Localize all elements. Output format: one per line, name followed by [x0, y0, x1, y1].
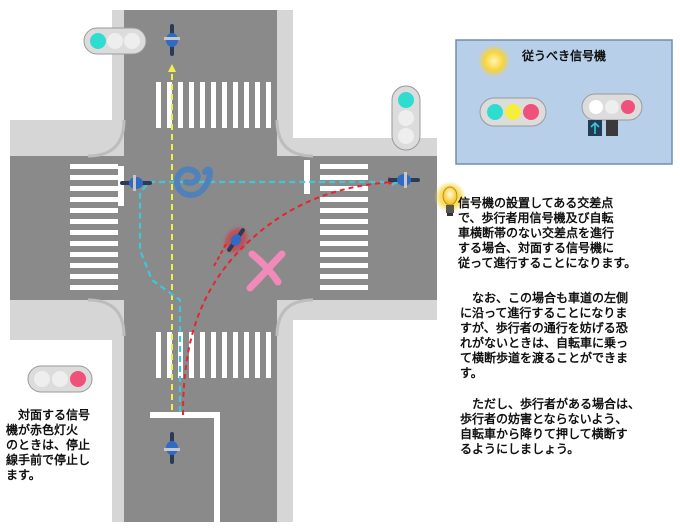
lane-edge-bottom [214, 412, 220, 522]
cross-mark [246, 250, 286, 292]
crosswalk-stripe [222, 332, 227, 378]
crosswalk-top [156, 82, 271, 128]
crosswalk-stripe [70, 208, 118, 213]
sidewalk-bottom-right [277, 300, 437, 320]
legend-panel [455, 39, 673, 165]
wrong-path [182, 181, 393, 416]
crosswalk-stripe [70, 285, 118, 290]
crosswalk-stripe [189, 82, 194, 128]
crosswalk-stripe [266, 332, 271, 378]
sidewalk-top-left [112, 10, 124, 120]
crosswalk-stripe [178, 332, 183, 378]
crosswalk-stripe [200, 332, 205, 378]
explanation-paragraph-2: なお、この場合も車道の左側 に沿って進行することになりま すが、歩行者の通行を妨… [460, 291, 629, 380]
crosswalk-stripe [167, 82, 172, 128]
correct-path [138, 180, 395, 412]
crosswalk-stripe [70, 241, 118, 246]
crosswalk-stripe [320, 230, 368, 235]
stop-line-right [304, 160, 310, 194]
lightbulb-icon [434, 181, 466, 216]
crosswalk-stripe [70, 186, 118, 191]
crosswalk-stripe [320, 285, 368, 290]
stop-line-left [118, 166, 124, 206]
crosswalk-stripe [70, 230, 118, 235]
crosswalk-stripe [233, 332, 238, 378]
signal-note [27, 365, 93, 393]
sidewalk-top-right [277, 10, 293, 156]
crosswalk-stripe [320, 164, 368, 169]
crosswalk-stripe [244, 82, 249, 128]
crosswalk-stripe [156, 332, 161, 378]
bicycle-top [164, 24, 180, 56]
crosswalk-stripe [200, 82, 205, 128]
crosswalk-stripe [70, 252, 118, 257]
stop-lines [118, 160, 310, 522]
signal-top [83, 27, 147, 55]
crosswalk-stripe [156, 82, 161, 128]
crosswalk-stripe [320, 208, 368, 213]
legend-highlight-icon [478, 45, 510, 77]
crosswalk-stripe [320, 197, 368, 202]
crosswalk-stripe [222, 82, 227, 128]
sidewalk-blocks [10, 10, 437, 522]
crosswalk-left [70, 164, 118, 290]
crosswalk-stripe [189, 332, 194, 378]
red-signal-note: 対面する信号 機が赤色灯火 のときは、停止 線手前で停止し ます。 [6, 408, 91, 482]
crosswalk-stripe [255, 82, 260, 128]
crosswalk-stripe [167, 332, 172, 378]
crosswalk-stripe [70, 164, 118, 169]
bicycle-bottom [164, 432, 180, 464]
sidewalk-bottom-left [10, 300, 124, 340]
crosswalk-stripe [70, 263, 118, 268]
explanation-paragraph-3: ただし、歩行者がある場合は、 歩行者の妨害とならないよう、 自転車から降りて押し… [460, 397, 641, 456]
crosswalk-stripe [70, 197, 118, 202]
crosswalk-stripe [178, 82, 183, 128]
crosswalk-stripe [233, 82, 238, 128]
circle-mark [174, 166, 213, 198]
signal-right [391, 85, 421, 151]
arrow-up-icon [590, 121, 600, 134]
legend-signal-vehicle [479, 97, 547, 127]
crosswalk-bottom [156, 332, 271, 378]
bicycle-left [120, 175, 152, 191]
crosswalk-stripe [320, 263, 368, 268]
crosswalk-stripe [70, 175, 118, 180]
crosswalk-stripe [70, 274, 118, 279]
crosswalk-stripe [244, 332, 249, 378]
crosswalk-stripe [266, 82, 271, 128]
crosswalk-stripe [320, 219, 368, 224]
crosswalk-stripe [320, 274, 368, 279]
crosswalk-stripe [320, 175, 368, 180]
crosswalk-stripe [211, 82, 216, 128]
explanation-paragraph-1: 信号機の設置してある交差点 で、歩行者用信号機及び自転 車横断帯のない交差点を進… [458, 196, 637, 270]
bicycle-right [388, 172, 420, 188]
crosswalk-stripe [320, 252, 368, 257]
crosswalk-stripe [320, 241, 368, 246]
crosswalk-stripe [255, 332, 260, 378]
stop-line-bottom [150, 412, 220, 418]
legend-signal-with-arrow [581, 93, 643, 136]
crosswalk-stripe [70, 219, 118, 224]
legend-title: 従うべき信号機 [522, 49, 607, 63]
bicycle-center-wrong [224, 227, 248, 253]
crosswalk-stripe [211, 332, 216, 378]
